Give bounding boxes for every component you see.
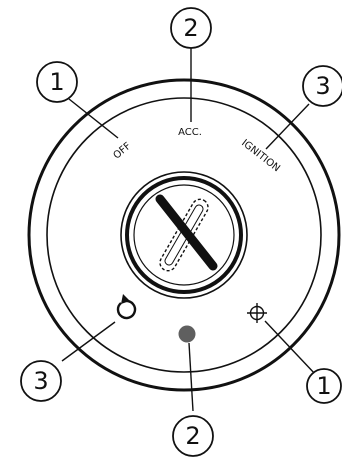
callout-3-top: 3 bbox=[303, 66, 342, 106]
reset-rotate-icon bbox=[118, 294, 135, 318]
callout-number: 3 bbox=[315, 72, 330, 100]
callout-number: 2 bbox=[185, 422, 200, 450]
callout-number: 1 bbox=[316, 372, 331, 400]
callout-2-top: 2 bbox=[171, 8, 211, 48]
key-slot-bar bbox=[160, 199, 213, 266]
callout-2-bottom: 2 bbox=[173, 416, 213, 456]
leader-line-lamp bbox=[189, 343, 193, 411]
indicator-lamp-dot bbox=[179, 326, 196, 343]
callout-number: 2 bbox=[183, 14, 198, 42]
callout-number: 3 bbox=[33, 367, 48, 395]
position-label-ignition: IGNITION bbox=[239, 138, 282, 175]
callout-number: 1 bbox=[49, 68, 64, 96]
callout-1-top: 1 bbox=[37, 62, 77, 102]
crosshair-target-icon bbox=[247, 303, 267, 323]
position-label-acc: ACC. bbox=[178, 127, 202, 138]
leader-line-ignition bbox=[266, 104, 309, 149]
callout-3-bottom: 3 bbox=[21, 361, 61, 401]
position-label-off: OFF bbox=[111, 140, 133, 161]
callout-1-bottom: 1 bbox=[307, 369, 341, 403]
